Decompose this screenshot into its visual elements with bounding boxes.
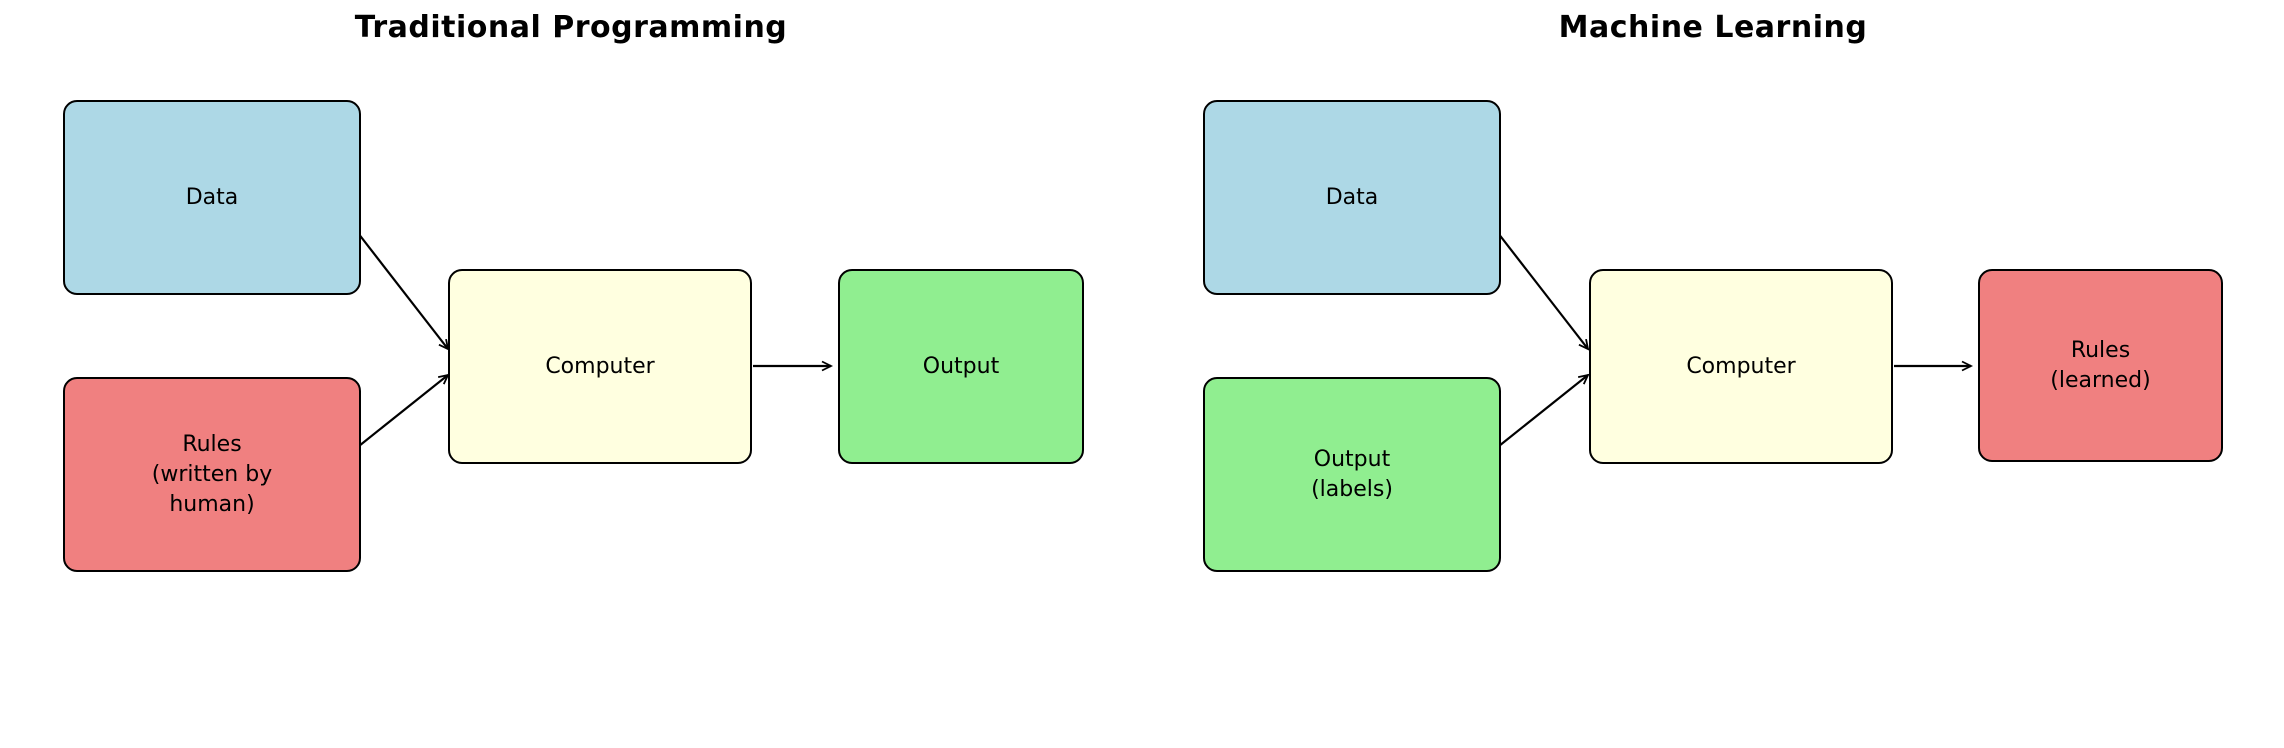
title-machine-learning: Machine Learning: [1558, 10, 1868, 45]
node-tp-output: Output: [838, 269, 1084, 464]
arrow-tp-data-to-computer: [357, 232, 450, 351]
node-ml-rules-learned: Rules (learned): [1978, 269, 2223, 462]
arrow-ml-output-to-computer: [1498, 373, 1590, 447]
node-ml-data: Data: [1203, 100, 1501, 295]
title-traditional-programming: Traditional Programming: [354, 10, 788, 45]
node-tp-data: Data: [63, 100, 361, 295]
arrow-ml-data-to-computer: [1497, 232, 1590, 351]
node-tp-rules-written-by-human: Rules (written by human): [63, 377, 361, 572]
node-ml-computer: Computer: [1589, 269, 1893, 464]
arrow-tp-rules-to-computer: [358, 373, 450, 447]
node-tp-computer: Computer: [448, 269, 752, 464]
node-ml-output-labels: Output (labels): [1203, 377, 1501, 572]
